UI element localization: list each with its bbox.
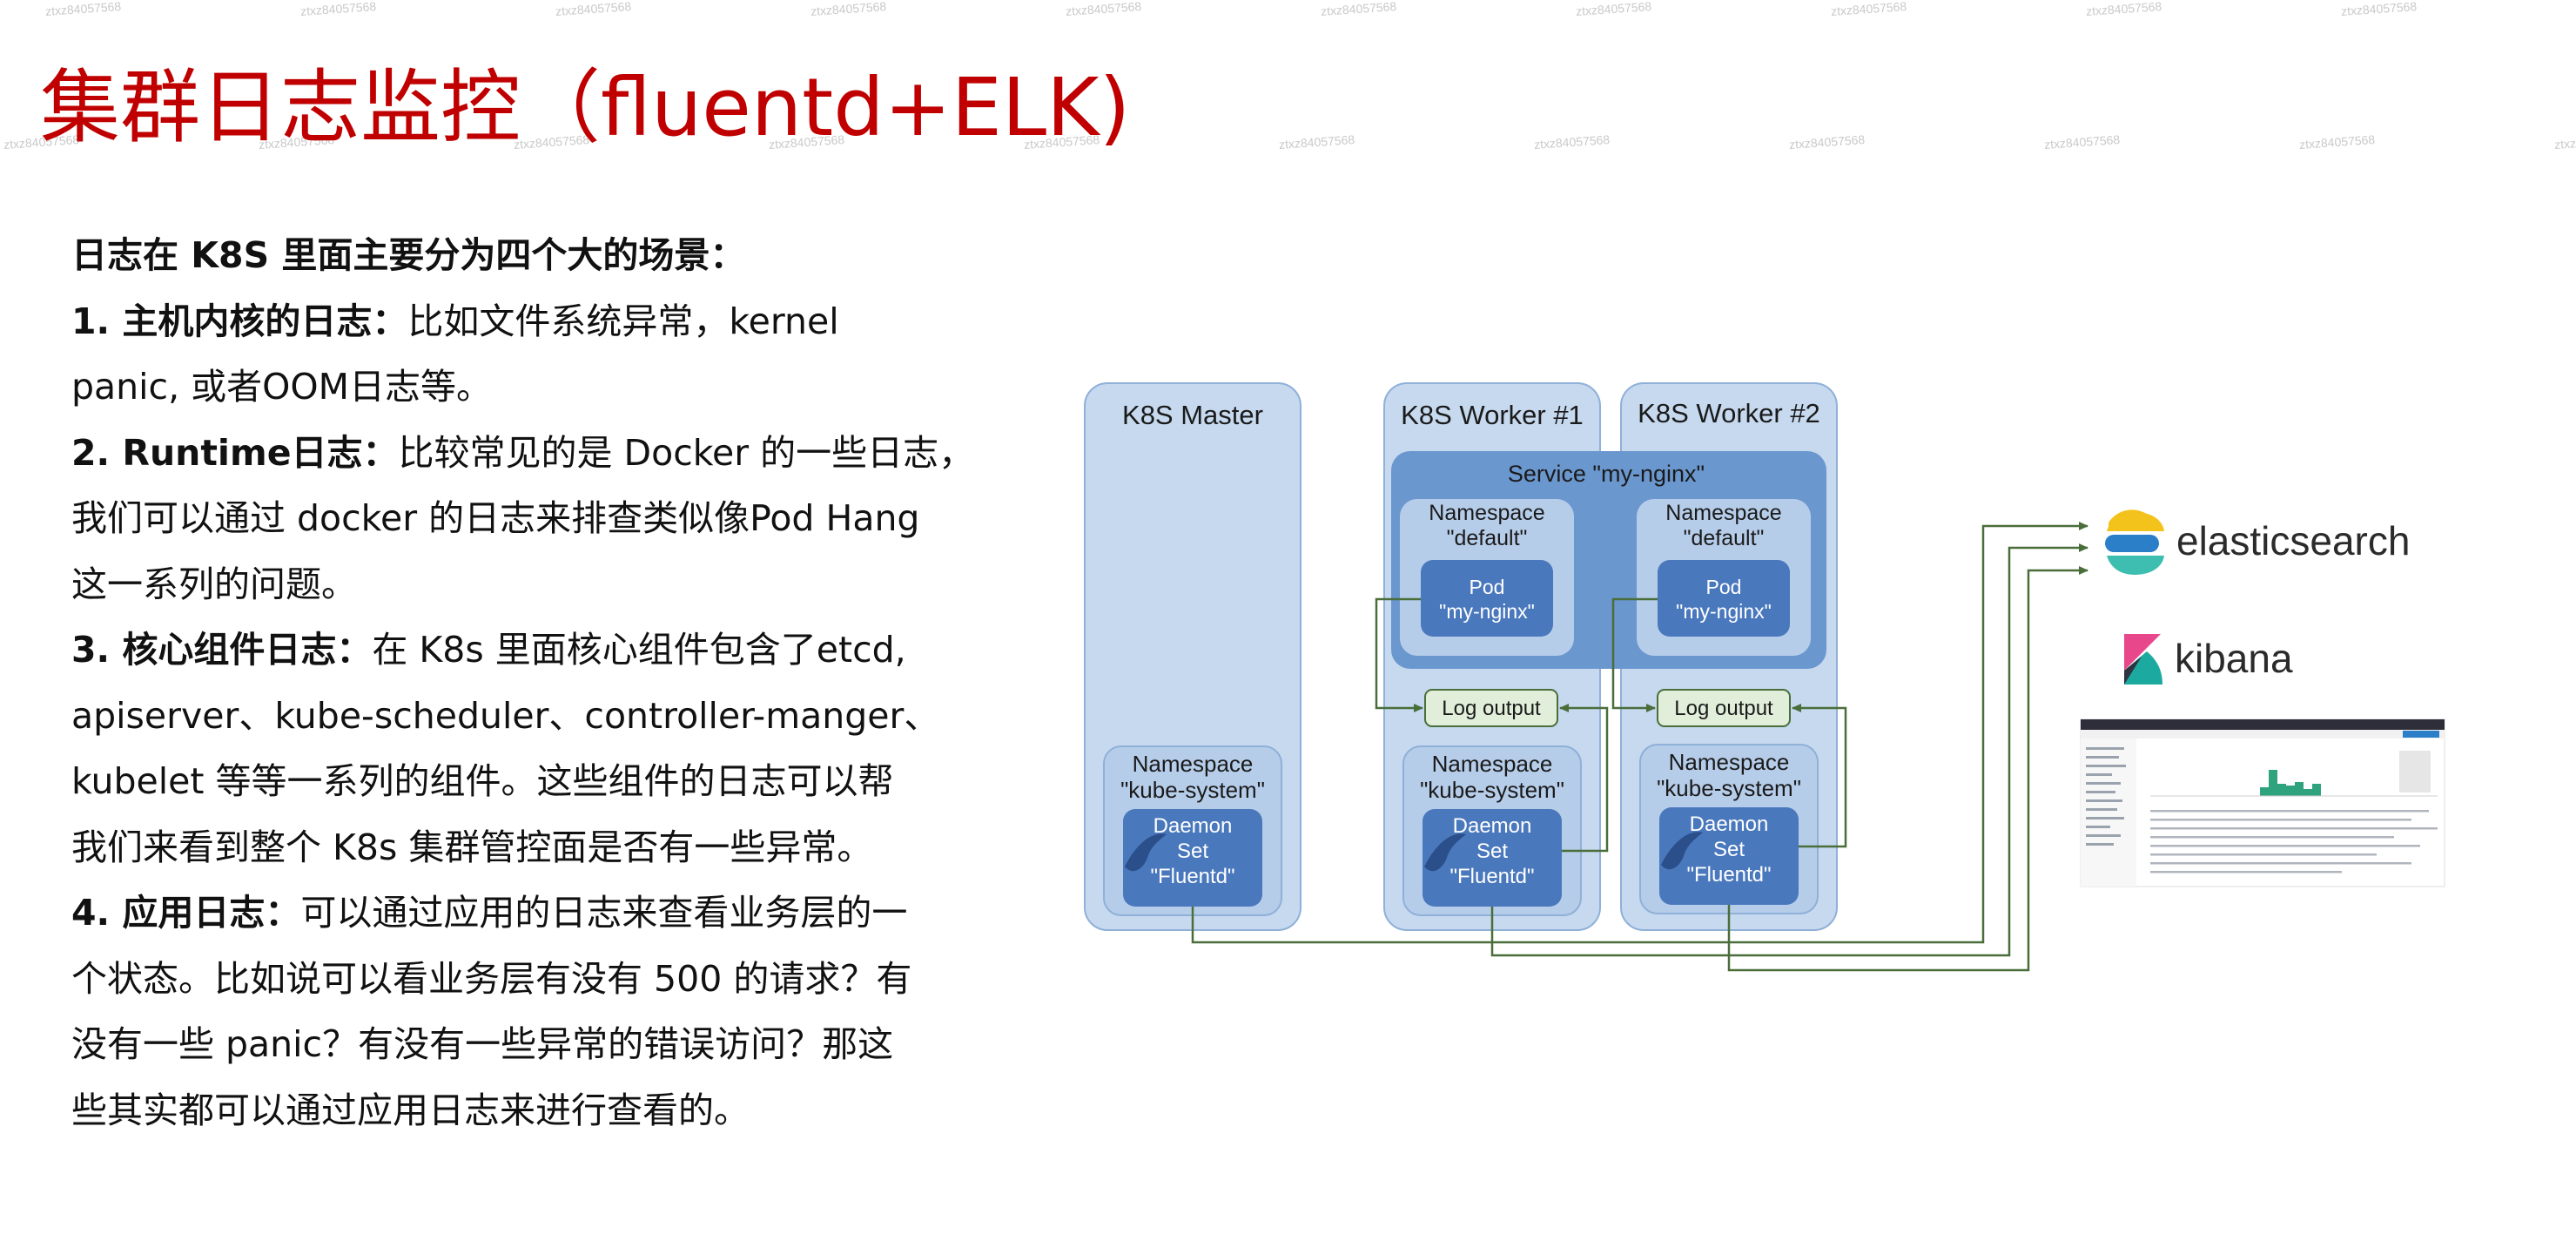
worker1-fluentd-bird-icon bbox=[1424, 833, 1466, 872]
connector-lines bbox=[1191, 522, 2088, 972]
worker2-pod-to-log-connector bbox=[1611, 597, 1658, 712]
worker1-default-namespace-label-1: Namespace bbox=[1429, 501, 1544, 525]
worker2-pod-box bbox=[1658, 560, 1790, 637]
item-4-line-2: 个状态。比如说可以看业务层有没有 500 的请求？有 bbox=[71, 957, 912, 1000]
worker2-log-output-label: Log output bbox=[1674, 697, 1773, 720]
kibana-label: kibana bbox=[2175, 636, 2293, 681]
master-daemonset-box bbox=[1123, 809, 1262, 907]
item-2-line-2: 我们可以通过 docker 的日志来排查类似像Pod Hang bbox=[71, 497, 920, 539]
worker1-daemonset-label-3: "Fluentd" bbox=[1449, 865, 1534, 888]
master-daemonset-label-2: Set bbox=[1177, 840, 1208, 863]
item-4-line-4: 些其实都可以通过应用日志来进行查看的。 bbox=[71, 1089, 750, 1131]
master-to-elasticsearch-connector bbox=[1191, 522, 2088, 944]
worker1-pod-label-2: "my-nginx" bbox=[1439, 600, 1535, 623]
elasticsearch-logo: elasticsearch bbox=[2105, 509, 2410, 575]
worker1-daemonset-label-1: Daemon bbox=[1453, 814, 1532, 838]
worker1-daemonset-box bbox=[1423, 809, 1562, 907]
item-3-line-1: 3. 核心组件日志：在 K8s 里面核心组件包含了etcd, bbox=[71, 629, 906, 671]
worker2-default-namespace-label-2: "default" bbox=[1684, 526, 1765, 550]
worker1-log-output-label: Log output bbox=[1442, 697, 1541, 720]
worker2-log-output-box bbox=[1657, 689, 1791, 727]
worker1-pod-to-log-connector bbox=[1375, 597, 1423, 712]
worker1-kube-namespace-label-2: "kube-system" bbox=[1420, 777, 1564, 803]
worker2-daemonset-label-1: Daemon bbox=[1690, 813, 1769, 836]
master-namespace-label-2: "kube-system" bbox=[1120, 777, 1265, 803]
worker2-node-title: K8S Worker #2 bbox=[1638, 398, 1820, 428]
scenario-text-block: 日志在 K8S 里面主要分为四个大的场景： 1. 主机内核的日志：比如文件系统异… bbox=[71, 223, 975, 1143]
service-label: Service "my-nginx" bbox=[1508, 461, 1705, 487]
worker1-daemonset-label-2: Set bbox=[1476, 840, 1508, 863]
worker1-pod-label-1: Pod bbox=[1470, 576, 1505, 598]
master-daemonset-label-1: Daemon bbox=[1153, 814, 1233, 838]
worker2-daemonset-to-log-connector bbox=[1792, 704, 1847, 848]
worker2-daemonset-label-2: Set bbox=[1713, 838, 1745, 861]
item-3-line-4: 我们来看到整个 K8s 集群管控面是否有一些异常。 bbox=[71, 826, 873, 868]
worker2-default-namespace-label-1: Namespace bbox=[1665, 501, 1781, 525]
worker1-node-title: K8S Worker #1 bbox=[1401, 400, 1584, 430]
master-daemonset-label-3: "Fluentd" bbox=[1150, 865, 1234, 888]
page-title: 集群日志监控（fluentd+ELK) bbox=[40, 61, 1131, 154]
kibana-logo: kibana bbox=[2124, 634, 2293, 685]
worker1-daemonset-to-log-connector bbox=[1559, 704, 1609, 853]
worker2-kube-namespace-label-2: "kube-system" bbox=[1657, 775, 1801, 801]
worker2-daemonset-label-3: "Fluentd" bbox=[1686, 863, 1771, 887]
kibana-logo-icon bbox=[2124, 634, 2161, 671]
worker2-fluentd-bird-icon bbox=[1661, 832, 1703, 870]
master-namespace-label-1: Namespace bbox=[1133, 751, 1254, 777]
worker1-default-namespace-label-2: "default" bbox=[1447, 526, 1528, 550]
item-1-line-2: panic, 或者OOM日志等。 bbox=[71, 366, 493, 408]
master-node-title: K8S Master bbox=[1122, 400, 1263, 430]
item-1-line-1: 1. 主机内核的日志：比如文件系统异常，kernel bbox=[71, 300, 839, 342]
kibana-dashboard-thumbnail bbox=[2080, 718, 2445, 887]
worker1-pod-box bbox=[1421, 560, 1553, 637]
elasticsearch-label: elasticsearch bbox=[2176, 518, 2410, 563]
item-2-line-3: 这一系列的问题。 bbox=[71, 563, 357, 605]
worker2-kube-namespace-label-1: Namespace bbox=[1669, 749, 1790, 775]
worker1-log-output-box bbox=[1424, 689, 1558, 727]
item-2-line-1: 2. Runtime日志：比较常见的是 Docker 的一些日志， bbox=[71, 431, 975, 474]
worker2-pod-label-1: Pod bbox=[1706, 576, 1742, 598]
item-4-line-3: 没有一些 panic？有没有一些异常的错误访问？那这 bbox=[71, 1023, 894, 1065]
heading-line: 日志在 K8S 里面主要分为四个大的场景： bbox=[71, 234, 746, 276]
item-4-line-1: 4. 应用日志：可以通过应用的日志来查看业务层的一 bbox=[71, 892, 908, 934]
master-fluentd-bird-icon bbox=[1125, 833, 1167, 872]
worker2-pod-label-2: "my-nginx" bbox=[1676, 600, 1772, 623]
worker2-to-elasticsearch-connector bbox=[1727, 566, 2088, 972]
item-3-line-3: kubelet 等等一系列的组件。这些组件的日志可以帮 bbox=[71, 760, 894, 802]
worker1-kube-namespace-label-1: Namespace bbox=[1432, 751, 1553, 777]
item-3-line-2: apiserver、kube-scheduler、controller-mang… bbox=[71, 694, 940, 737]
worker2-daemonset-box bbox=[1659, 807, 1799, 905]
worker1-to-elasticsearch-connector bbox=[1490, 543, 2088, 957]
